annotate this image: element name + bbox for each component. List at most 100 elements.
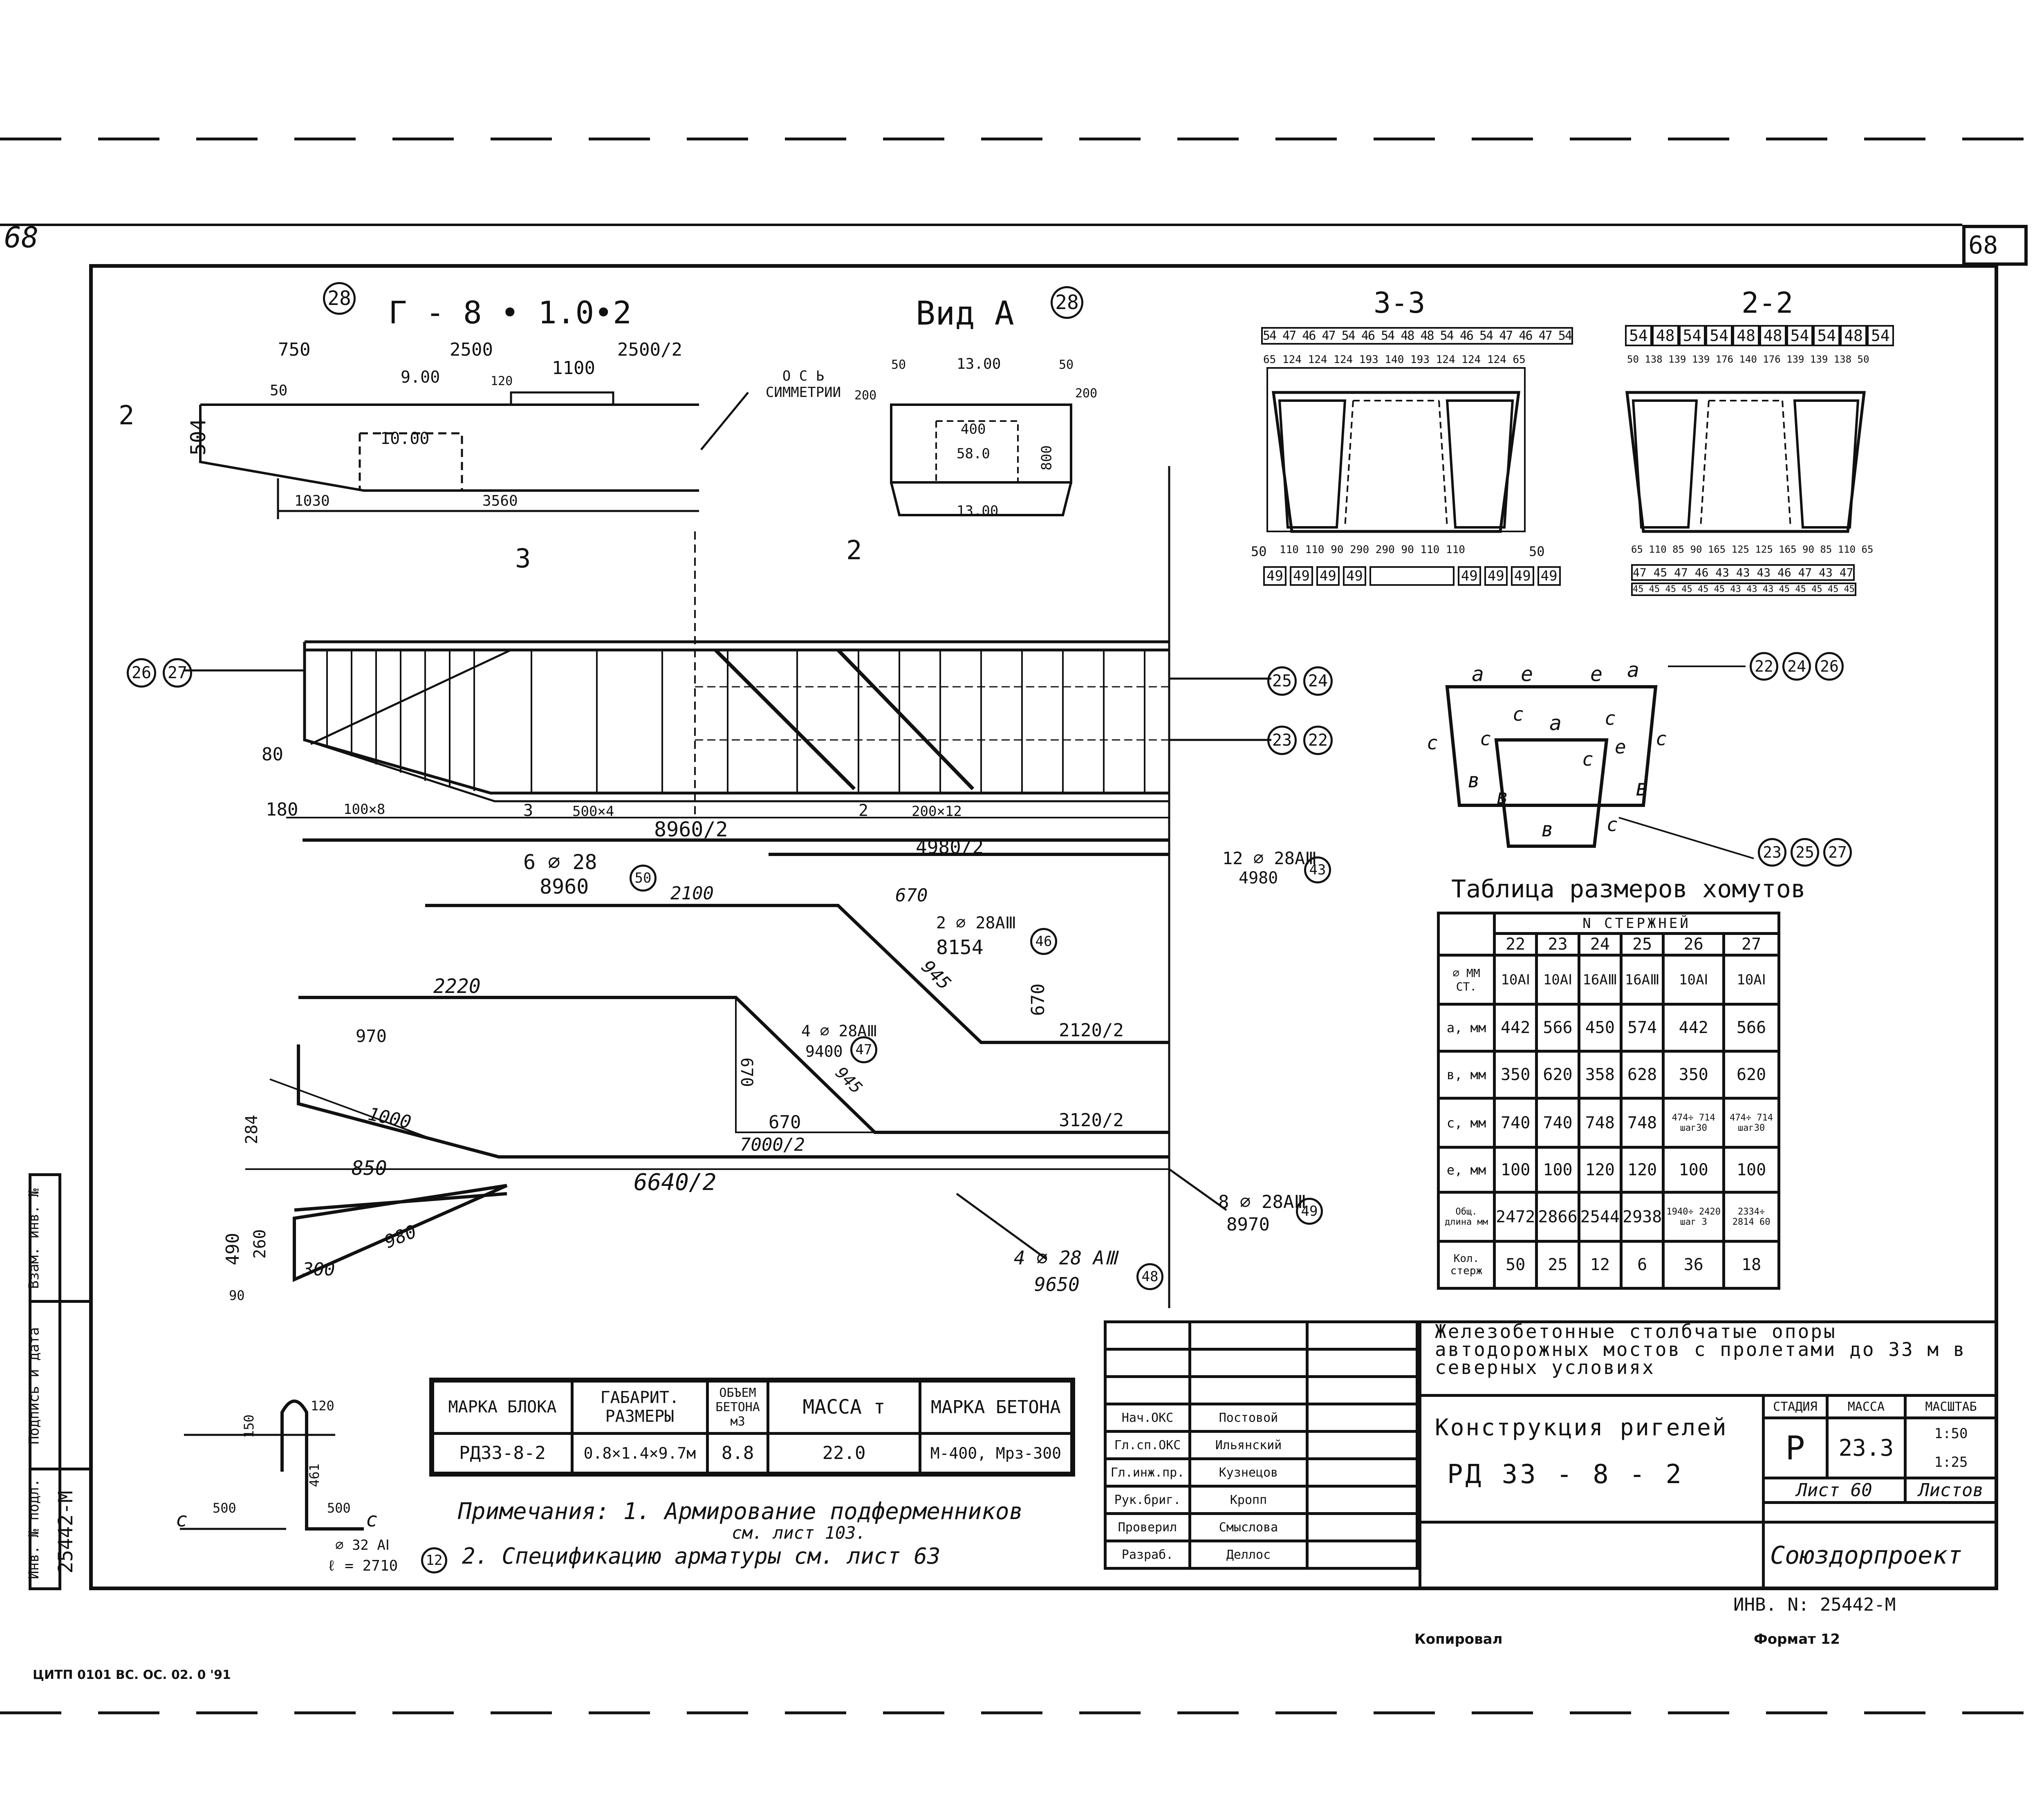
hook-dim: с [176,1508,188,1531]
elevation-dim: 9.00 [401,368,440,387]
table-cell: 36 [1662,1240,1726,1290]
table-cell: 474÷ 714 шаг30 [1722,1097,1780,1149]
stirrup-label: c [1605,707,1616,729]
section-mark-2: 2 [846,536,862,566]
note-1: Примечания: 1. Армирование подферменнико… [458,1498,1023,1525]
table-cell: 10АⅠ [1493,954,1538,1006]
role-label: Гл.инж.пр. [1104,1457,1191,1488]
project-title: Железобетонные столбчатые опоры автодоро… [1435,1320,1966,1378]
section-3-3-bottom-left: 50 [1251,544,1267,559]
table-cell: 350 [1662,1050,1726,1100]
stirrup-label: в [1468,769,1480,792]
bend-dim: 284 [242,1114,262,1145]
bend-dim: 2120/2 [1059,1020,1124,1041]
bend-dim: 7000/2 [740,1134,805,1155]
print-stamp: ЦИТП 0101 ВС. ОС. 02. 0 '91 [33,1668,231,1682]
signature [1306,1403,1419,1433]
scale-1: 1:50 [1934,1425,1968,1442]
table-cell: 16АⅢ [1577,954,1623,1006]
table-cell: 566 [1535,1003,1580,1053]
bar-cell: 54 [1625,325,1652,346]
table-cell: 25 [1535,1240,1580,1290]
bar-cell: 49 [1537,566,1561,586]
column-header: 24 [1577,932,1623,957]
bar-cell: 54 [1706,325,1733,346]
signer-name: Смыслова [1188,1512,1309,1542]
block-table-cell: РД33-8-2 [430,1432,574,1476]
side-stamp-divider [29,1468,90,1470]
sheet-number: Лист 60 [1762,1477,1907,1504]
block-table-cell: 22.0 [766,1432,921,1476]
block-table-cell: М-400, Мрз-300 [918,1432,1074,1476]
table-cell: 100 [1662,1146,1726,1194]
section-3-3-bottom-spacing: 110 110 90 290 290 90 110 110 [1280,544,1465,556]
section-3-3-title: 3-3 [1374,286,1425,320]
signature [1306,1512,1419,1542]
callout-circle: 22 [1750,652,1778,681]
section-2-2-bottom-row-1: 47 45 47 46 43 43 43 46 47 43 47 [1631,564,1855,581]
bar-43-mark: 43 [1304,856,1331,883]
block-table-header: ОБЪЕМ БЕТОНА м3 [706,1378,770,1435]
hook-dim: 150 [241,1414,257,1438]
row-header: e, мм [1437,1146,1496,1194]
stirrup-label: c [1480,728,1491,750]
hook-mark: 12 [421,1547,447,1573]
block-table-cell: 8.8 [706,1432,770,1476]
view-a-dim: 50 [1059,358,1074,372]
view-a-dim: 200 [854,388,877,403]
role-label: Разраб. [1104,1540,1191,1570]
plan-dim: 200×12 [912,803,962,820]
stirrup-label: a [1472,662,1484,686]
elevation-dim: 2500 [450,339,493,360]
view-a-dim: 50 [891,358,906,372]
elevation-title: Г - 8 • 1.0•2 [388,294,632,331]
view-a-dim: 13.00 [957,503,999,519]
bend-dim: 850 [352,1157,387,1180]
bar-43-label: 12 ⌀ 28АⅢ [1222,848,1317,868]
organization: Союздорпроект [1770,1541,1962,1570]
bar-cell: 54 [1786,325,1813,346]
corner-cell [1437,912,1496,957]
section-3-3-top-spacing: 65 124 124 124 193 140 193 124 124 124 6… [1263,354,1526,366]
stirrup-label: в [1541,818,1554,841]
format-label: Формат 12 [1754,1631,1840,1647]
table-cell: 740 [1535,1097,1580,1149]
table-cell: 620 [1535,1050,1580,1100]
plan-dim: 4980/2 [916,836,984,858]
table-cell: 566 [1722,1003,1780,1053]
signature-table: Нач.ОКС Постовой Гл.сп.ОКС Ильянский Гл.… [1104,1320,1419,1570]
callout-28-elevation: 28 [323,282,356,315]
stirrup-label: a [1549,711,1562,735]
stirrup-label: a [1627,658,1640,682]
side-stamp-label: Инв. № подл. [25,1479,42,1579]
elevation-dim: 50 [270,382,288,399]
table-cell: 748 [1619,1097,1665,1149]
blank-cell [1369,566,1455,586]
table-cell: 10АⅠ [1722,954,1780,1006]
table-cell: 10АⅠ [1662,954,1726,1006]
sheet-number-box [1962,225,2028,266]
table-cell: 574 [1619,1003,1665,1053]
table-cell: 2866 [1535,1191,1580,1243]
block-table-header: МАРКА БЛОКА [430,1378,574,1435]
bar-cell: 49 [1457,566,1481,586]
bend-dim: 260 [251,1229,270,1259]
signature [1306,1430,1419,1460]
block-table-header: МАРКА БЕТОНА [918,1378,1074,1435]
callout-28-view-a: 28 [1051,286,1083,319]
signature [1306,1485,1419,1515]
plan-dim: 80 [262,744,283,765]
bar-46-mark: 46 [1030,928,1057,955]
plan-dim: 100×8 [343,801,385,818]
bend-dim: 490 [222,1233,244,1266]
callout-circle: 23 [1267,726,1297,755]
stirrup-label: c [1513,703,1524,725]
bar-cell: 49 [1484,566,1508,586]
block-table-header: МАССА т [766,1378,921,1435]
page-number-right: 68 [1968,231,1998,260]
bar-cell: 49 [1263,566,1286,586]
bar-48-label: 4 ⌀ 28 АⅢ [1014,1247,1118,1269]
signature [1306,1457,1419,1488]
side-stamp-label: Взам. инв. № [25,1188,42,1289]
bar-cell: 49 [1511,566,1534,586]
